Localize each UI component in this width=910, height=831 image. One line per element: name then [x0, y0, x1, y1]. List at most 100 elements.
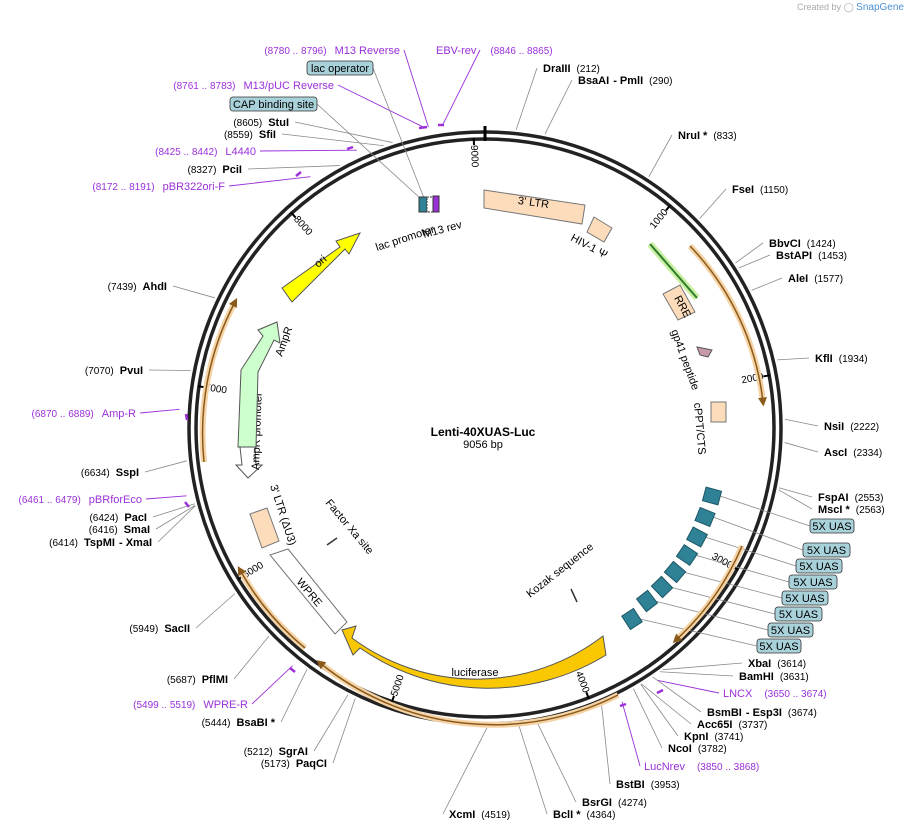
enzyme-label[interactable]: AleI(1577) — [788, 273, 843, 285]
feature-3-ltr-du3[interactable] — [249, 507, 280, 549]
enzyme-label[interactable]: (6424)PacI — [89, 512, 147, 524]
feature-box-bg — [756, 638, 802, 654]
enzyme-label[interactable]: BsmBI- Esp3I(3674) — [707, 707, 817, 719]
feature-box[interactable]: CAP binding site — [229, 96, 318, 112]
enzyme-label[interactable]: Acc65I(3737) — [697, 719, 767, 731]
box-leader — [669, 586, 776, 615]
orf-arc-5-line — [201, 298, 238, 463]
enzyme-label[interactable]: (5687)PflMI — [167, 674, 228, 686]
feature-lac-operator[interactable] — [418, 196, 428, 213]
uas-block[interactable] — [694, 506, 716, 528]
enzyme-label[interactable]: (8327)PciI — [188, 164, 242, 176]
enzyme-label[interactable]: AscI(2334) — [824, 447, 882, 459]
leader-line — [544, 79, 573, 135]
enzyme-label[interactable]: KflI(1934) — [815, 353, 868, 365]
feature-box[interactable]: 5X UAS — [756, 638, 802, 654]
enzyme-label[interactable]: (8559)SfiI — [224, 129, 276, 141]
enzyme-label[interactable]: XbaI(3614) — [748, 658, 806, 670]
enzyme-label[interactable]: BstAPI(1453) — [776, 250, 847, 262]
feature-ampr[interactable] — [237, 321, 281, 448]
feature-box[interactable]: 5X UAS — [788, 574, 838, 590]
primer-label[interactable]: (8761 .. 8783)M13/pUC Reverse — [173, 80, 334, 92]
uas-block[interactable] — [635, 589, 659, 613]
enzyme-label[interactable]: DraIII(212) — [543, 63, 600, 75]
enzyme-label[interactable]: (7070)PvuI — [85, 365, 143, 377]
leader-line — [778, 489, 813, 510]
primer-label[interactable]: (8172 .. 8191)pBR322ori-F — [92, 181, 225, 193]
primer-label[interactable]: (8425 .. 8442)L4440 — [155, 146, 256, 158]
leader-lines — [139, 49, 819, 815]
enzyme-label[interactable]: NsiI(2222) — [824, 421, 879, 433]
uas-block[interactable] — [621, 607, 643, 631]
feature-rre[interactable] — [662, 284, 696, 321]
feature-box-label: lac operator — [311, 63, 369, 75]
enzyme-label[interactable]: BsrGI(4274) — [582, 797, 647, 809]
feature-box-label: 5X UAS — [771, 625, 810, 637]
enzyme-label[interactable]: BbvCI(1424) — [769, 238, 836, 250]
enzyme-label[interactable]: (6414)TspMI- XmaI — [49, 537, 152, 549]
enzyme-label[interactable]: NruI *(833) — [678, 130, 737, 142]
feature-ori[interactable] — [281, 232, 362, 303]
box-leader — [682, 571, 783, 599]
label-gp41-peptide: gp41 peptide — [668, 328, 701, 392]
feature-kozak[interactable] — [570, 588, 578, 603]
primer-label[interactable]: (5499 .. 5519)WPRE-R — [133, 699, 248, 711]
leader-line — [784, 418, 819, 427]
feature-box[interactable]: 5X UAS — [795, 558, 843, 574]
primer-label[interactable]: LucNrev(3850 .. 3868) — [644, 761, 759, 773]
feature-cppt-cts[interactable] — [710, 401, 727, 423]
primer-leader — [145, 495, 187, 500]
feature-luciferase[interactable] — [341, 625, 607, 689]
leader-line — [641, 683, 692, 725]
primer-leader — [337, 84, 426, 129]
feature-factor-xa[interactable] — [326, 537, 338, 546]
uas-block[interactable] — [685, 526, 709, 548]
enzyme-label[interactable]: (8605)StuI — [233, 117, 289, 129]
enzyme-label[interactable]: (6634)SspI — [81, 467, 139, 479]
leader-line — [172, 285, 215, 299]
feature-gp41-peptide[interactable] — [696, 346, 713, 358]
enzyme-label[interactable]: (5212)SgrAI — [244, 746, 308, 758]
enzyme-label[interactable]: FspAI(2553) — [818, 492, 883, 504]
primer-label[interactable]: LNCX(3650 .. 3674) — [723, 688, 827, 700]
enzyme-label[interactable]: (5444)BsaBI * — [202, 717, 276, 729]
feature-ampr-promoter[interactable] — [234, 446, 264, 479]
feature-box[interactable]: 5X UAS — [802, 542, 851, 558]
feature-hiv-psi[interactable] — [586, 216, 613, 243]
primer-label[interactable]: (6870 .. 6889)Amp-R — [32, 408, 137, 420]
enzyme-label[interactable]: BamHI(3631) — [739, 671, 809, 683]
primer-label[interactable]: (8780 .. 8796)M13 Reverse — [264, 45, 400, 57]
feature-box[interactable]: 5X UAS — [774, 606, 823, 622]
feature-box[interactable]: 5X UAS — [781, 590, 829, 606]
uas-block[interactable] — [650, 575, 674, 599]
enzyme-labels: DraIII(212)BsaAI- PmlI(290) NruI *(833) Fs… — [19, 45, 885, 821]
enzyme-label[interactable]: BstBI(3953) — [616, 779, 680, 791]
enzyme-label[interactable]: BclI *(4364) — [553, 809, 615, 821]
feature-box[interactable]: lac operator — [306, 60, 374, 76]
enzyme-label[interactable]: MscI *(2563) — [818, 504, 885, 516]
primer-label[interactable]: (6461 .. 6479)pBRforEco — [19, 494, 142, 506]
enzyme-label[interactable]: (5173)PaqCI — [261, 758, 327, 770]
enzyme-label[interactable]: XcmI(4519) — [449, 809, 510, 821]
primer-label[interactable]: EBV-rev(8846 .. 8865) — [436, 45, 553, 57]
feature-m13-rev[interactable] — [432, 195, 440, 213]
enzyme-label[interactable]: KpnI(3741) — [684, 731, 743, 743]
enzyme-label[interactable]: (7439)AhdI — [108, 281, 167, 293]
enzyme-label[interactable]: BsaAI- PmlI(290) — [578, 75, 673, 87]
tick-label: 1000 — [648, 207, 671, 231]
feature-3-ltr[interactable] — [483, 189, 586, 225]
uas-block[interactable] — [675, 544, 699, 566]
uas-block[interactable] — [701, 486, 723, 506]
leader-line — [280, 669, 308, 723]
uas-block[interactable] — [663, 560, 687, 584]
feature-box-label: 5X UAS — [779, 609, 818, 621]
enzyme-label[interactable]: FseI(1150) — [732, 184, 788, 196]
enzyme-label[interactable]: NcoI(3782) — [668, 743, 727, 755]
enzyme-label[interactable]: (5949)SacII — [129, 623, 190, 635]
leader-line — [659, 671, 734, 677]
enzyme-label[interactable]: (6416)SmaI — [89, 524, 150, 536]
feature-box[interactable]: 5X UAS — [809, 518, 855, 534]
feature-wpre[interactable] — [269, 548, 348, 635]
feature-lac-promoter[interactable] — [426, 196, 434, 213]
feature-box[interactable]: 5X UAS — [767, 622, 814, 638]
